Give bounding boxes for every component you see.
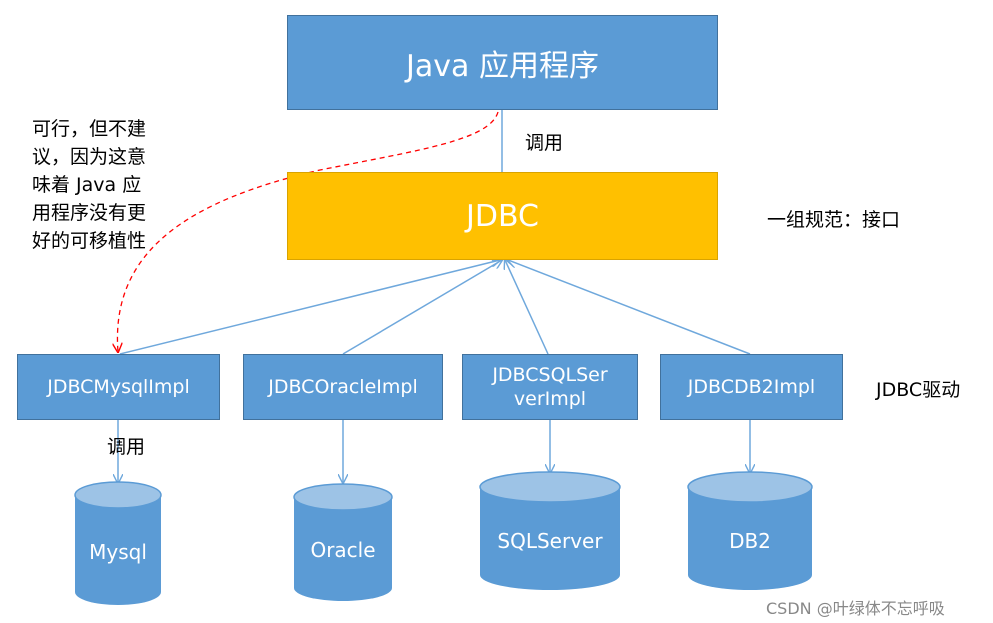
database-cylinder-mysql — [74, 481, 162, 605]
arrow-oracle-jdbc — [342, 260, 502, 355]
java-application-title: Java 应用程序 — [406, 48, 599, 84]
side-note: 可行，但不建 议，因为这意 味着 Java 应 用程序没有更 好的可移植性 — [32, 115, 202, 255]
database-cylinder-sqlserver — [479, 471, 621, 590]
driver-box-db2: JDBCDB2Impl — [660, 354, 843, 420]
interface-note: 一组规范：接口 — [767, 209, 901, 231]
side-note-line: 好的可移植性 — [32, 230, 147, 252]
side-note-line: 用程序没有更 — [32, 202, 147, 224]
database-label-mysql: Mysql — [89, 540, 147, 564]
arrow-db2-jdbc — [508, 260, 751, 355]
dashed-direct-call-arrow — [117, 111, 499, 352]
watermark: CSDN @叶绿体不忘呼吸 — [766, 599, 945, 618]
driver-box-mysql: JDBCMysqlImpl — [17, 354, 220, 420]
side-note-line: 味着 Java 应 — [32, 174, 142, 196]
driver-label: JDBCMysqlImpl — [47, 376, 190, 398]
driver-box-sqlserver: JDBCSQLSer verImpl — [462, 354, 638, 420]
call-label-bottom: 调用 — [107, 436, 146, 458]
arrow-mysql-jdbc — [119, 260, 500, 355]
driver-group-label: JDBC驱动 — [876, 379, 961, 401]
driver-box-oracle: JDBCOracleImpl — [243, 354, 443, 420]
jdbc-interface-box: JDBC — [287, 172, 718, 260]
side-note-line: 议，因为这意 — [32, 146, 147, 168]
java-application-box: Java 应用程序 — [287, 15, 718, 110]
driver-label-line1: JDBCSQLSer — [492, 364, 608, 386]
database-cylinder-oracle — [293, 483, 393, 601]
database-label-oracle: Oracle — [310, 538, 376, 562]
database-label-db2: DB2 — [729, 529, 771, 553]
side-note-line: 可行，但不建 — [32, 118, 147, 140]
driver-label: JDBCDB2Impl — [687, 376, 816, 398]
jdbc-title: JDBC — [466, 198, 539, 234]
call-label-top: 调用 — [525, 132, 564, 154]
database-cylinder-db2 — [687, 471, 813, 590]
database-label-sqlserver: SQLServer — [497, 529, 603, 553]
arrow-sqlserver-jdbc — [505, 260, 549, 355]
driver-label: JDBCOracleImpl — [268, 376, 418, 398]
driver-label-line2: verImpl — [513, 388, 587, 410]
